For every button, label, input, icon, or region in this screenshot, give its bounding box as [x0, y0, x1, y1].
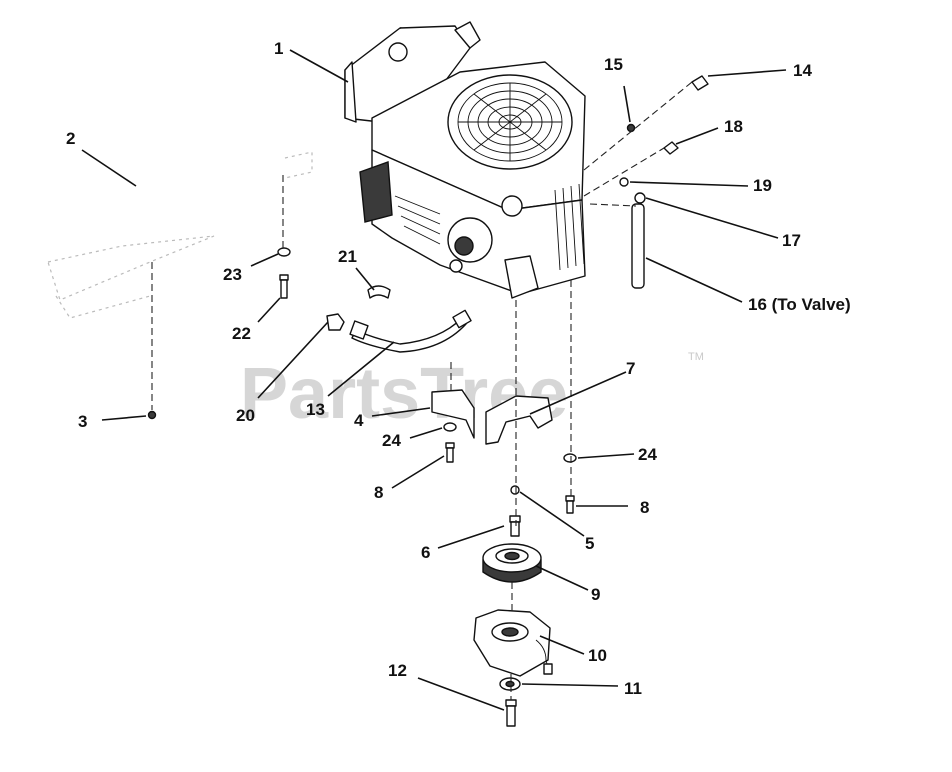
part-2-frame-panel — [47, 151, 313, 319]
callout-23: 23 — [223, 265, 242, 284]
callout-6: 6 — [421, 543, 430, 562]
part-16-hose — [631, 203, 645, 289]
callout-8-left: 8 — [374, 483, 383, 502]
part-18-fitting — [663, 141, 679, 155]
part-19-nut — [619, 177, 629, 187]
part-1-engine — [344, 21, 586, 299]
callout-labels: 1 2 3 4 5 6 7 8 8 9 10 11 12 13 14 15 16… — [66, 39, 851, 698]
watermark: PartsTree — [240, 354, 568, 434]
part-10-clutch — [473, 609, 553, 677]
part-7-bracket — [485, 395, 553, 445]
callout-7: 7 — [626, 359, 635, 378]
assembly-lines — [151, 81, 693, 700]
part-14-fitting — [691, 75, 709, 91]
callout-2: 2 — [66, 129, 75, 148]
callout-21: 21 — [338, 247, 357, 266]
part-24-washer-right — [563, 453, 577, 463]
callout-1: 1 — [274, 39, 283, 58]
callout-12: 12 — [388, 661, 407, 680]
callout-5: 5 — [585, 534, 594, 553]
part-23-washer — [277, 247, 291, 257]
callout-19: 19 — [753, 176, 772, 195]
part-8-bolt-right — [565, 495, 575, 514]
callout-22: 22 — [232, 324, 251, 343]
callout-15: 15 — [604, 55, 623, 74]
callout-17: 17 — [782, 231, 801, 250]
part-11-washer — [499, 677, 521, 691]
part-12-bolt — [505, 699, 517, 727]
part-15-clip — [626, 123, 636, 133]
callout-24-left: 24 — [382, 431, 401, 450]
part-8-bolt-left — [445, 442, 455, 463]
part-5-spacer — [510, 485, 520, 495]
callout-20: 20 — [236, 406, 255, 425]
callout-16: 16 (To Valve) — [748, 295, 851, 314]
part-20-nut — [326, 313, 345, 331]
part-17-cap — [634, 192, 646, 204]
callout-24-right: 24 — [638, 445, 657, 464]
part-6-bolt — [509, 515, 521, 537]
callout-18: 18 — [724, 117, 743, 136]
part-22-bolt — [279, 274, 289, 299]
part-9-pulley — [482, 543, 542, 583]
callout-13: 13 — [306, 400, 325, 419]
part-4-bracket — [431, 389, 475, 439]
part-3-nut — [147, 410, 157, 420]
watermark-trademark: TM — [688, 351, 704, 363]
callout-3: 3 — [78, 412, 87, 431]
part-24-washer-left — [443, 422, 457, 432]
leader-lines — [81, 49, 787, 711]
callout-8-right: 8 — [640, 498, 649, 517]
part-13-fuel-line — [349, 309, 472, 353]
callout-11: 11 — [624, 679, 642, 698]
callout-4: 4 — [354, 411, 364, 430]
callout-10: 10 — [588, 646, 607, 665]
callout-9: 9 — [591, 585, 600, 604]
callout-14: 14 — [793, 61, 812, 80]
